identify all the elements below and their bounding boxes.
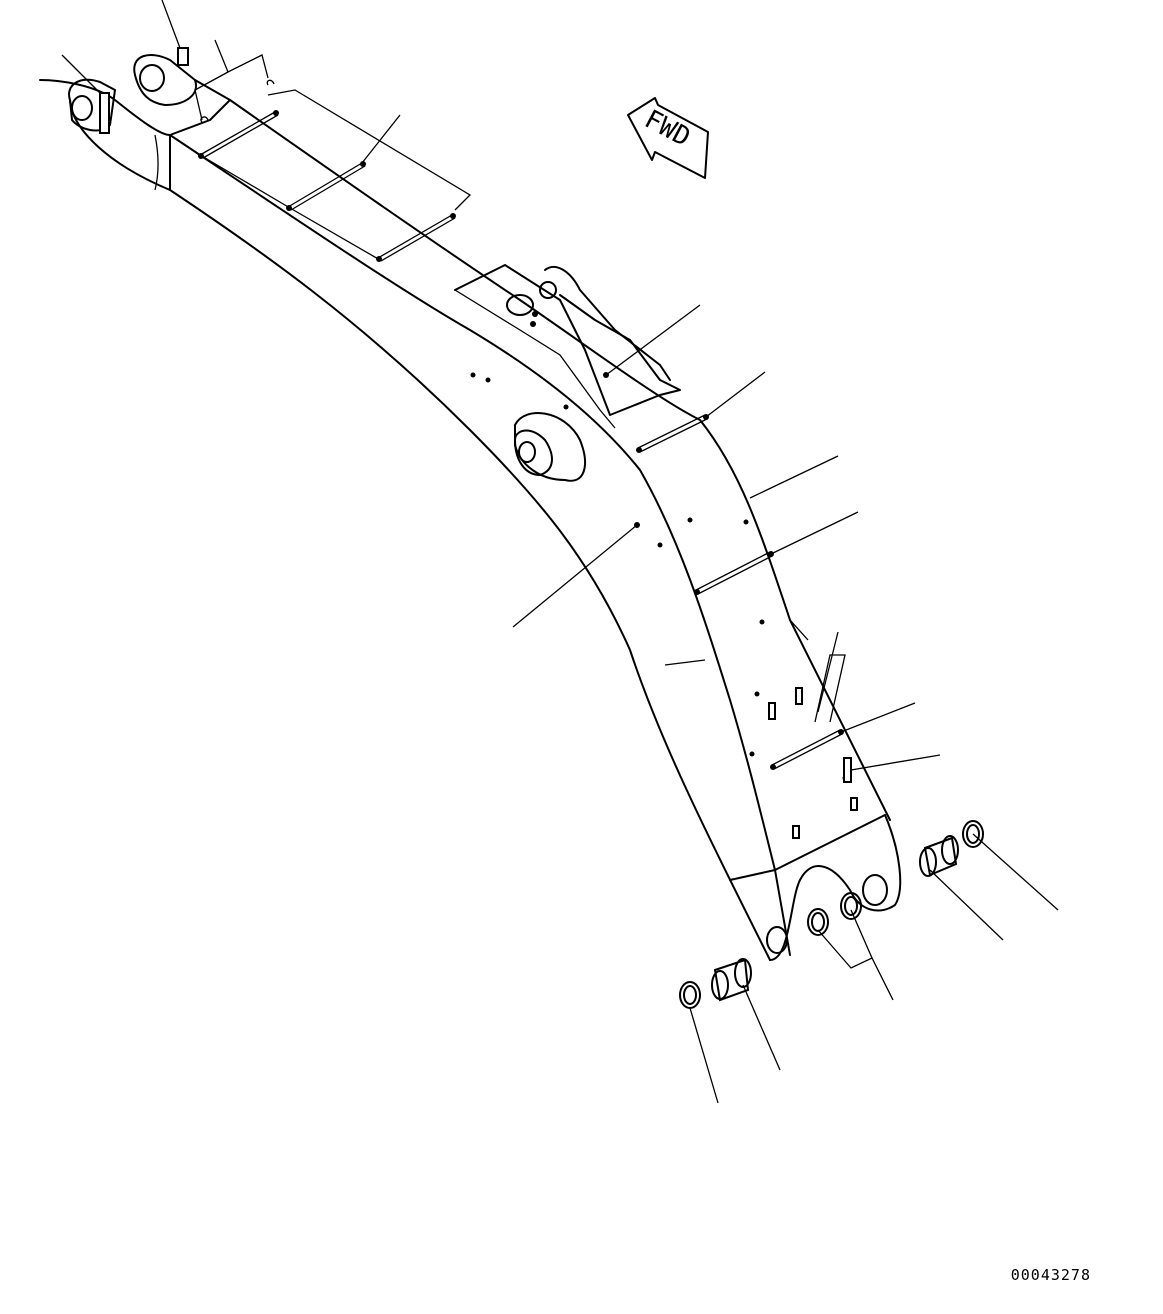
fwd-direction-arrow: FWD bbox=[627, 97, 709, 179]
handrail-steps bbox=[198, 79, 456, 262]
boom-body bbox=[39, 79, 902, 961]
drawing-number: 00043278 bbox=[1010, 1266, 1091, 1284]
fwd-label: FWD bbox=[640, 104, 696, 153]
cylinder-boss bbox=[514, 412, 586, 482]
arm-end-bosses bbox=[766, 874, 888, 954]
cylinder-bracket bbox=[454, 264, 681, 429]
boom-foot bbox=[68, 47, 197, 191]
leader-lines bbox=[61, 0, 1059, 1104]
bushings bbox=[679, 820, 984, 1009]
